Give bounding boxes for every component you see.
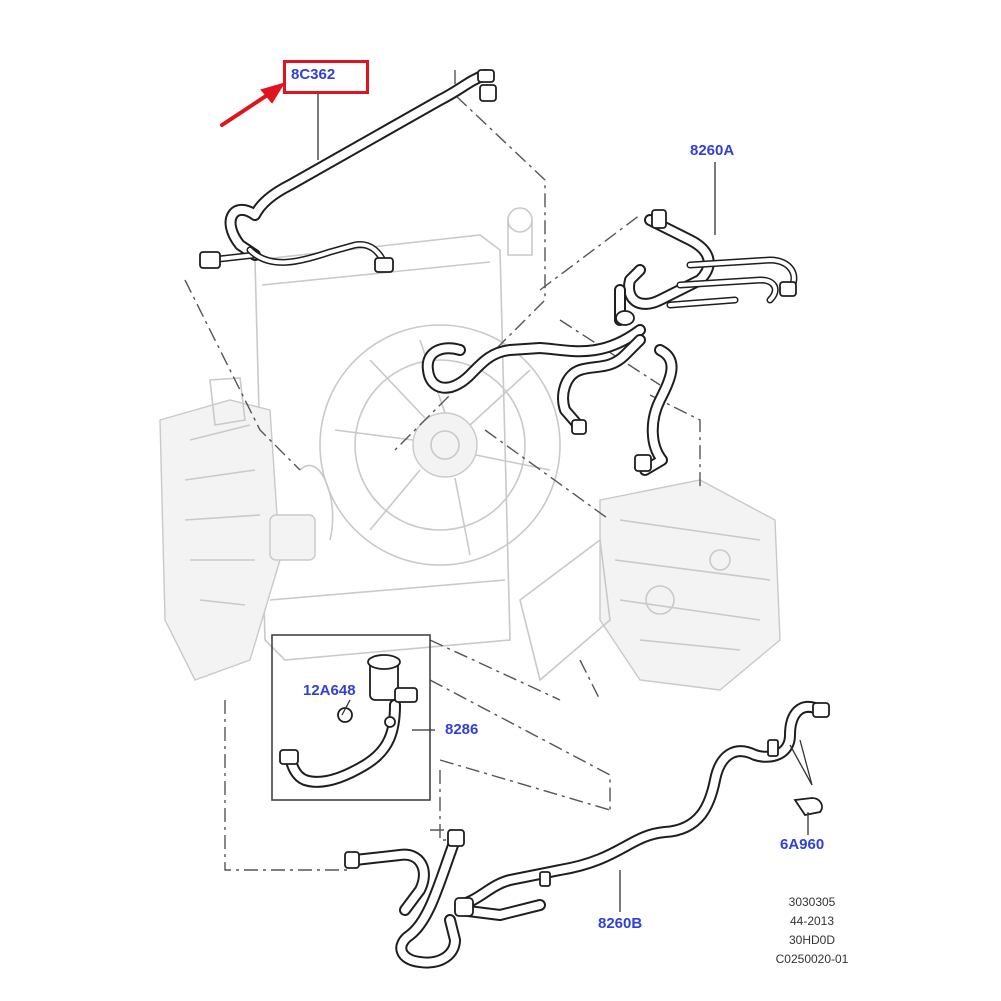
callout-8286: 8286: [445, 721, 479, 738]
highlight-box-8c362: [283, 60, 369, 94]
hose-8260a-artwork: [421, 209, 798, 476]
callout-8260a: 8260A: [690, 142, 735, 159]
clip-6a960-artwork: [793, 797, 823, 817]
hose-8286-artwork: [279, 654, 418, 788]
red-arrow-icon: [220, 82, 286, 127]
doc-code-line-4: C0250020-01: [775, 952, 849, 966]
doc-reference-codes: 3030305 44-2013 30HD0D C0250020-01: [757, 893, 867, 969]
inset-frame: [271, 634, 431, 801]
ghost-background: [159, 207, 781, 691]
callout-8260b: 8260B: [598, 915, 643, 932]
doc-code-line-1: 3030305: [788, 895, 836, 909]
hose-8c362-artwork: [199, 69, 497, 273]
callout-6a960: 6A960: [780, 836, 825, 853]
dashed-guides: [184, 70, 701, 871]
doc-code-line-2: 44-2013: [789, 914, 835, 928]
hose-8260b-artwork: [344, 700, 830, 969]
doc-code-line-3: 30HD0D: [788, 933, 836, 947]
callout-8c362: 8C362: [291, 66, 336, 83]
callout-12a648: 12A648: [303, 682, 356, 699]
callout-leaders: [317, 92, 813, 912]
